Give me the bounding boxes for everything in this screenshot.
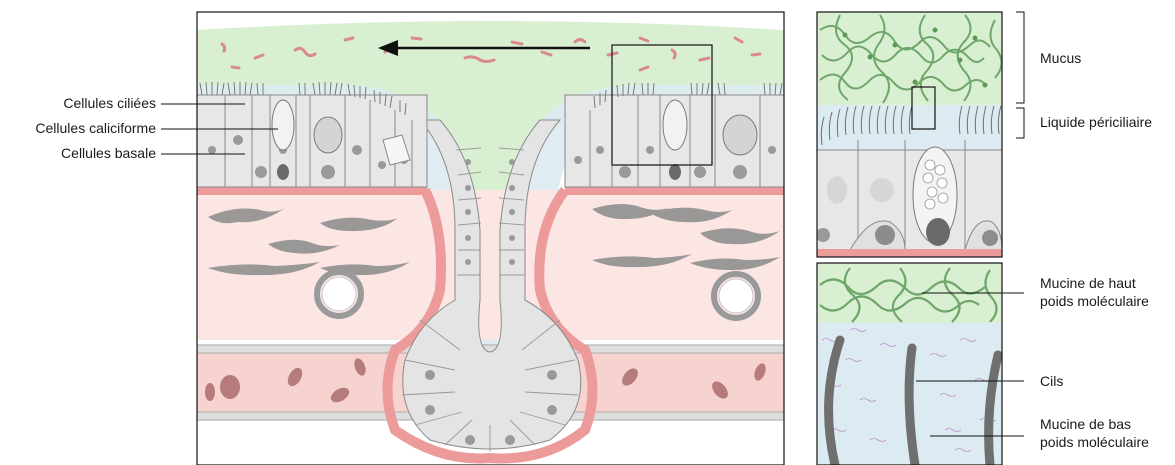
label-high-mw-mucin-2: poids moléculaire — [1040, 293, 1149, 309]
zoom-panel-top — [816, 12, 1002, 257]
label-goblet-cells: Cellules caliciforme — [35, 120, 156, 136]
label-high-mw-mucin-1: Mucine de haut — [1040, 275, 1136, 291]
periciliary-bracket — [1016, 108, 1024, 138]
goblet-cell-left — [272, 100, 294, 150]
epithelium-left — [197, 95, 427, 187]
label-basal-cells: Cellules basale — [61, 145, 156, 161]
main-panel — [197, 12, 784, 465]
label-low-mw-mucin-1: Mucine de bas — [1040, 416, 1131, 432]
epithelium-right — [565, 95, 784, 187]
label-periciliary-liquid: Liquide périciliaire — [1040, 114, 1152, 130]
label-low-mw-mucin-2: poids moléculaire — [1040, 434, 1149, 450]
goblet-cell-right — [663, 100, 687, 150]
label-ciliated-cells: Cellules ciliées — [63, 95, 156, 111]
label-cilia: Cils — [1040, 373, 1063, 389]
mucus-bracket — [1016, 12, 1024, 103]
label-mucus: Mucus — [1040, 50, 1081, 66]
